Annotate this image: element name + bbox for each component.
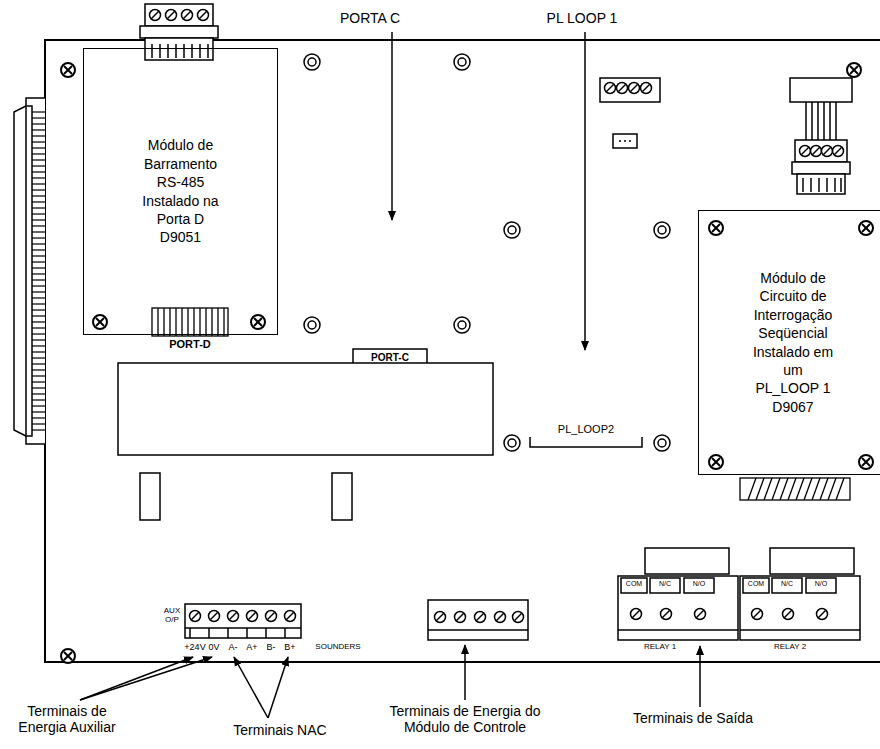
- component: [332, 473, 352, 520]
- terminal-screw: [817, 609, 828, 620]
- module-label: Módulo de Barramento RS-485 Instalado na…: [136, 136, 226, 247]
- board-label: B-: [267, 642, 276, 652]
- terminal-block: [185, 604, 301, 638]
- terminal-screw: [605, 83, 616, 94]
- board-label: COM: [748, 580, 764, 588]
- terminal-screw: [435, 612, 446, 623]
- mounting-screw: [709, 221, 723, 235]
- standoff: [504, 222, 520, 238]
- mounting-screw: [847, 63, 861, 77]
- mounting-screw: [93, 315, 107, 329]
- terminal-block: [428, 600, 528, 640]
- terminal-screw: [661, 609, 672, 620]
- terminal-screw: [475, 612, 486, 623]
- relay-block: [618, 548, 860, 640]
- terminal-screw: [247, 611, 258, 622]
- board-label: AUX O/P: [160, 606, 184, 624]
- terminal-screw: [783, 609, 794, 620]
- standoff: [454, 54, 470, 70]
- terminal-screw: [455, 612, 466, 623]
- leader-arrow: [80, 32, 700, 718]
- board-label: N/C: [781, 580, 793, 588]
- standoff: [304, 317, 320, 333]
- terminal-block: [600, 78, 660, 148]
- board-label: Terminais de Saída: [633, 710, 753, 726]
- board-label: PORT-C: [371, 352, 409, 364]
- board-label: PORT-D: [169, 338, 211, 351]
- board-label: SOUNDERS: [315, 642, 360, 651]
- terminal-screw: [822, 146, 833, 157]
- board-label: N/C: [659, 580, 671, 588]
- board-label: PORTA C: [340, 10, 400, 26]
- terminal-screw: [495, 612, 506, 623]
- board-label: N/O: [693, 580, 705, 588]
- port-connector: [353, 349, 427, 364]
- ribbon-cable: [740, 478, 850, 500]
- board-label: +24V: [184, 642, 205, 652]
- board-label: Terminais de Energia do Módulo de Contro…: [370, 703, 560, 735]
- terminal-screw: [695, 609, 706, 620]
- terminal-screw: [209, 611, 220, 622]
- terminal-screw: [150, 10, 161, 21]
- mounting-screw: [709, 455, 723, 469]
- board-label: Terminais NAC: [233, 722, 326, 738]
- board-label: A-: [229, 642, 238, 652]
- standoff: [654, 435, 670, 451]
- terminal-block: [790, 78, 852, 194]
- terminal-screw: [833, 146, 844, 157]
- board-label: COM: [626, 580, 642, 588]
- terminal-screw: [800, 146, 811, 157]
- mounting-screw: [859, 221, 873, 235]
- board-label: B+: [284, 642, 295, 652]
- standoff: [304, 54, 320, 70]
- standoff: [654, 222, 670, 238]
- board-label: RELAY 2: [774, 642, 806, 651]
- terminal-screw: [166, 10, 177, 21]
- control-module: [118, 363, 493, 455]
- board-label: RELAY 1: [644, 642, 676, 651]
- terminal-block: [140, 4, 218, 60]
- terminal-screw: [641, 83, 652, 94]
- component: [140, 473, 160, 520]
- board-label: 0V: [208, 642, 219, 652]
- terminal-screw: [198, 10, 209, 21]
- edge-connector: [14, 98, 45, 444]
- module-label: Módulo de Circuito de Interrogação Seqüe…: [750, 269, 836, 417]
- terminal-screw: [285, 611, 296, 622]
- ribbon-connector: [152, 308, 228, 336]
- board-outline: [45, 40, 880, 662]
- terminal-screw: [266, 611, 277, 622]
- terminal-screw: [629, 83, 640, 94]
- mounting-screw: [61, 63, 75, 77]
- terminal-screw: [513, 612, 524, 623]
- board-label: PL LOOP 1: [547, 10, 618, 26]
- mounting-screw: [251, 315, 265, 329]
- module-box: Módulo de Circuito de Interrogação Seqüe…: [698, 210, 880, 475]
- terminal-screw: [752, 609, 763, 620]
- terminal-screw: [228, 611, 239, 622]
- mounting-screw: [61, 649, 75, 663]
- port-connector: [530, 437, 642, 447]
- terminal-screw: [617, 83, 628, 94]
- board-label: A+: [246, 642, 257, 652]
- board-label: N/O: [815, 580, 827, 588]
- mounting-screw: [859, 455, 873, 469]
- standoff: [504, 435, 520, 451]
- terminal-screw: [631, 609, 642, 620]
- board-label: Terminais de Energia Auxiliar: [3, 703, 131, 735]
- board-label: PL_LOOP2: [558, 423, 614, 436]
- terminal-screw: [190, 611, 201, 622]
- terminal-screw: [811, 146, 822, 157]
- standoff: [454, 317, 470, 333]
- terminal-screw: [182, 10, 193, 21]
- module-box: Módulo de Barramento RS-485 Instalado na…: [83, 48, 278, 335]
